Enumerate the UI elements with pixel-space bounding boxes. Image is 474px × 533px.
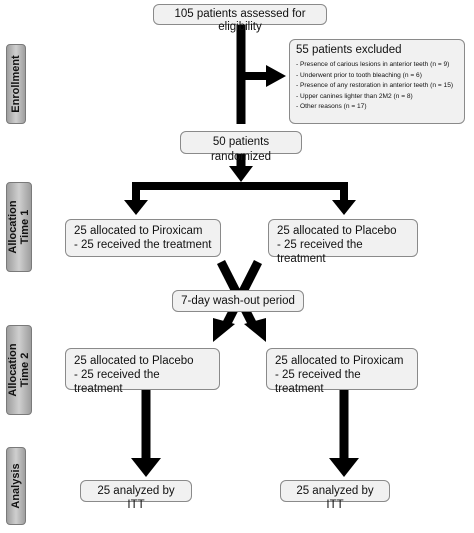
excluded-box: 55 patients excluded - Presence of cario…	[289, 39, 465, 124]
exclusion-reason: - Presence of carious lesions in anterio…	[296, 61, 450, 68]
exclusion-reasons-list: - Presence of carious lesions in anterio…	[296, 60, 458, 113]
assessed-box: 105 patients assessed for eligibility	[153, 4, 327, 33]
time2-left-line2: - 25 received the treatment	[74, 369, 160, 395]
crossover-arrowhead-left	[213, 318, 235, 342]
split-right-arrowhead	[332, 200, 356, 215]
randomized-box: 50 patients randomized	[180, 131, 302, 163]
exclusion-reason: - Presence of any restoration in anterio…	[296, 82, 454, 89]
time2-left-line1: 25 allocated to Placebo	[74, 355, 194, 367]
time1-right-line2: - 25 received the treatment	[277, 239, 363, 265]
stage-analysis: Analysis	[6, 447, 26, 525]
stage-allocation-time-1-label: Allocation Time 1	[7, 200, 31, 253]
stage-allocation-time-1: Allocation Time 1	[6, 182, 32, 272]
washout-box: 7-day wash-out period	[172, 290, 304, 312]
time2-left-box: 25 allocated to Placebo - 25 received th…	[65, 348, 220, 395]
time1-left-box: 25 allocated to Piroxicam - 25 received …	[65, 219, 221, 257]
time1-left-line1: 25 allocated to Piroxicam	[74, 225, 203, 237]
crossover-arrowhead-right	[244, 318, 266, 342]
analysis-left-box: 25 analyzed by ITT	[80, 480, 192, 511]
stage-allocation-time-1-line1: Allocation	[7, 200, 19, 254]
analysis-left-text: 25 analyzed by ITT	[97, 485, 175, 511]
exclusion-arrowhead	[266, 65, 286, 87]
time2-right-line1: 25 allocated to Piroxicam	[275, 355, 404, 367]
stage-allocation-time-1-line2: Time 1	[19, 209, 31, 245]
washout-text: 7-day wash-out period	[181, 295, 295, 307]
analysis-right-text: 25 analyzed by ITT	[296, 485, 374, 511]
right-analysis-arrowhead	[329, 458, 359, 477]
excluded-title: 55 patients excluded	[296, 44, 402, 56]
assessed-text: 105 patients assessed for eligibility	[174, 8, 306, 33]
stage-allocation-time-2-line2: Time 2	[19, 352, 31, 388]
analysis-right-box: 25 analyzed by ITT	[280, 480, 390, 511]
time2-right-box: 25 allocated to Piroxicam - 25 received …	[266, 348, 418, 395]
time2-right-line2: - 25 received the treatment	[275, 369, 361, 395]
exclusion-reason: - Other reasons (n = 17)	[296, 103, 367, 110]
stage-allocation-time-2-label: Allocation Time 2	[7, 343, 31, 396]
stage-allocation-time-2: Allocation Time 2	[6, 325, 32, 415]
stage-enrollment-label: Enrollment	[10, 55, 22, 113]
time1-right-line1: 25 allocated to Placebo	[277, 225, 397, 237]
time1-left-line2: - 25 received the treatment	[74, 239, 212, 251]
stage-allocation-time-2-line1: Allocation	[7, 343, 19, 397]
randomized-text: 50 patients randomized	[210, 136, 272, 163]
stage-analysis-label: Analysis	[10, 463, 22, 509]
randomized-arrowhead	[229, 166, 253, 182]
stage-enrollment: Enrollment	[6, 44, 26, 124]
exclusion-reason: - Upper canines lighter than 2M2 (n = 8)	[296, 92, 413, 100]
time1-right-box: 25 allocated to Placebo - 25 received th…	[268, 219, 418, 265]
split-left-arrowhead	[124, 200, 148, 215]
exclusion-reason: - Underwent prior to tooth bleaching (n …	[296, 71, 422, 79]
left-analysis-arrowhead	[131, 458, 161, 477]
